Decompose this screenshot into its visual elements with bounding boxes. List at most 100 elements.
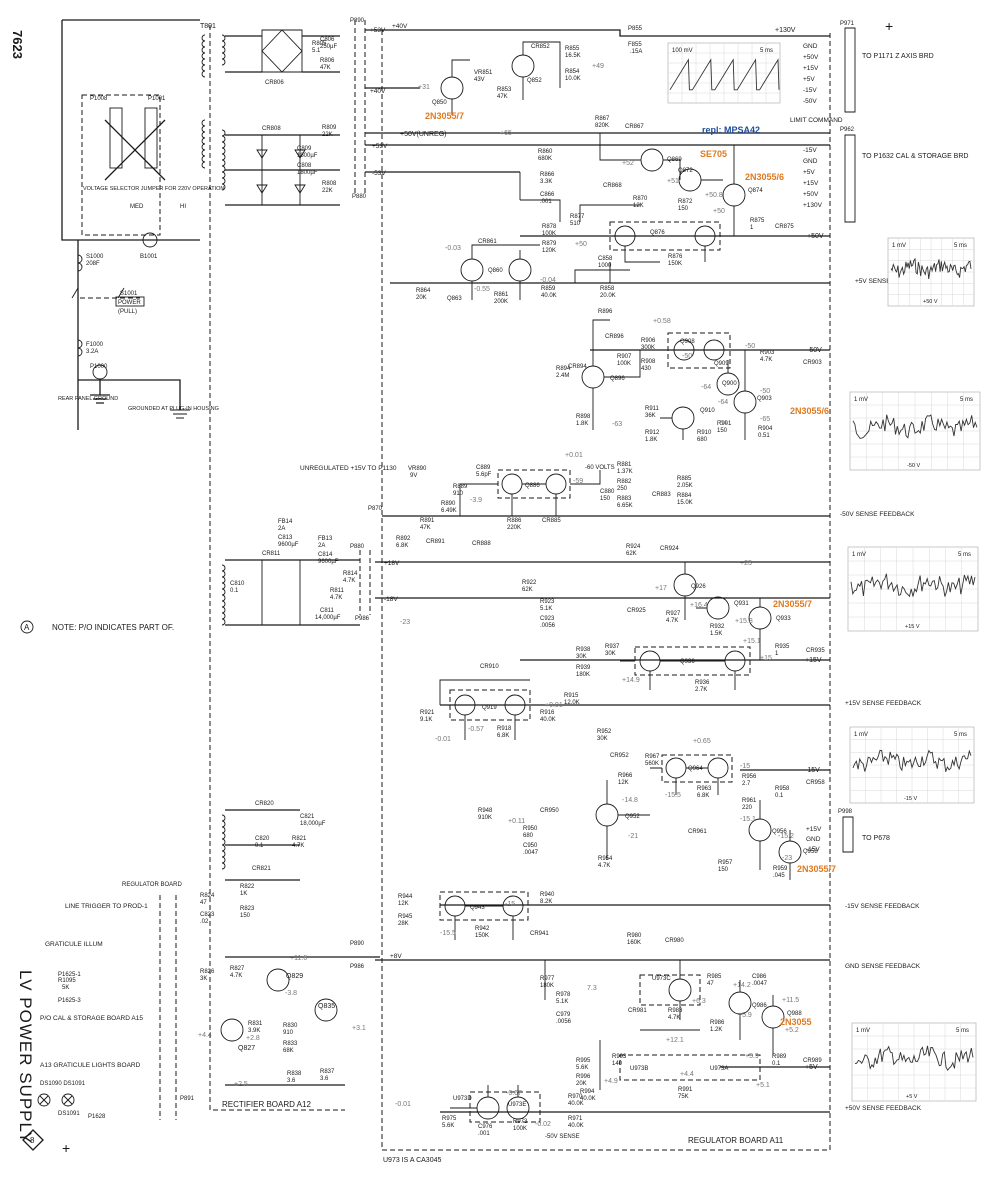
svg-text:1.8K: 1.8K [645,437,657,443]
svg-text:0.51: 0.51 [758,433,770,439]
svg-text:R881: R881 [617,462,632,468]
svg-text:40.0K: 40.0K [568,1123,584,1129]
svg-text:1000: 1000 [598,263,612,269]
svg-text:B1001: B1001 [140,254,158,260]
node-voltages: +31 +49 +65 +52 +51 +50.8 +50 +50 -0.03 … [198,63,799,1128]
svg-text:R993: R993 [612,1054,627,1060]
svg-text:R967: R967 [645,754,660,760]
svg-text:+31: +31 [418,84,430,91]
svg-text:2.7K: 2.7K [695,687,707,693]
svg-text:1: 1 [750,225,754,231]
svg-text:C880: C880 [600,489,615,495]
svg-text:+5.2: +5.2 [785,1027,799,1034]
svg-text:40.0K: 40.0K [568,1101,584,1107]
svg-text:4.7K: 4.7K [292,843,304,849]
svg-text:.15A: .15A [630,49,642,55]
svg-text:+4.9: +4.9 [604,1078,618,1085]
svg-text:-50V: -50V [807,347,822,354]
scope-foot-label: -15 V [904,796,917,802]
svg-text:Q909: Q909 [714,361,729,367]
svg-text:P998: P998 [838,809,853,815]
svg-text:GND: GND [803,43,818,50]
svg-text:R942: R942 [475,926,490,932]
svg-text:R860: R860 [538,149,553,155]
svg-text:POWER: POWER [118,300,141,306]
svg-text:C986: C986 [752,974,767,980]
svg-text:CR924: CR924 [660,546,679,552]
svg-text:-15.2: -15.2 [778,833,794,840]
svg-text:Q964: Q964 [688,766,703,772]
svg-text:20K: 20K [416,295,427,301]
svg-text:R882: R882 [617,479,632,485]
annotation-repl: repl: MPSA42 [702,125,760,135]
svg-text:220: 220 [742,805,753,811]
svg-text:150K: 150K [668,261,682,267]
rectifier-cr820: CR820 C820 0.1 C821 18,000µF R821 4.7K C… [200,801,326,925]
svg-text:Q903: Q903 [757,396,772,402]
svg-text:910: 910 [283,1030,294,1036]
svg-text:+40V: +40V [392,23,408,30]
svg-text:CR950: CR950 [540,808,559,814]
svg-text:R822: R822 [240,884,255,890]
svg-text:R937: R937 [605,644,620,650]
svg-text:+0.11: +0.11 [508,818,525,825]
svg-text:CR896: CR896 [605,334,624,340]
svg-text:680K: 680K [538,156,552,162]
svg-text:+15V: +15V [803,180,819,187]
scope-time-label: 5 ms [956,1028,969,1034]
svg-text:+6.3: +6.3 [692,998,706,1005]
scope-foot-label: -50 V [907,463,920,469]
svg-text:22K: 22K [322,188,333,194]
annotation-q850: 2N3055/7 [425,111,464,121]
svg-text:+4.4: +4.4 [198,1032,212,1039]
svg-text:R994: R994 [580,1089,595,1095]
svg-text:Q896: Q896 [610,376,625,382]
footer-note: U973 IS A CA3045 [383,1157,441,1164]
svg-text:R878: R878 [542,224,557,230]
svg-text:9600µF: 9600µF [318,559,339,565]
svg-text:-50: -50 [760,388,770,395]
svg-text:-0.04: -0.04 [540,277,556,284]
svg-text:CR852: CR852 [531,44,550,50]
svg-text:+50: +50 [713,208,725,215]
svg-text:-0.01: -0.01 [395,1101,411,1108]
svg-text:R922: R922 [522,580,537,586]
svg-text:S1000: S1000 [86,254,104,260]
svg-text:16.5K: 16.5K [565,53,581,59]
svg-text:-15.5: -15.5 [665,792,681,799]
svg-text:680: 680 [523,833,534,839]
svg-text:300K: 300K [641,345,655,351]
scope-foot-label: +50 V [923,299,938,305]
svg-text:+50V SENSE FEEDBACK: +50V SENSE FEEDBACK [845,1105,922,1112]
svg-text:R985: R985 [707,974,722,980]
svg-text:P1625-3: P1625-3 [58,998,81,1004]
svg-text:150: 150 [718,867,729,873]
svg-text:22K: 22K [322,132,333,138]
svg-text:CR941: CR941 [530,931,549,937]
svg-text:P890: P890 [350,941,365,947]
svg-text:100K: 100K [617,361,631,367]
svg-text:U973E: U973E [508,1102,526,1108]
svg-text:-14.8: -14.8 [622,797,638,804]
svg-text:-15V: -15V [803,87,817,94]
svg-text:.0047: .0047 [752,981,768,987]
svg-text:5.6K: 5.6K [576,1065,588,1071]
svg-text:40.0K: 40.0K [541,293,557,299]
svg-text:+5V: +5V [805,1064,818,1071]
svg-text:(PULL): (PULL) [118,309,137,315]
svg-text:R952: R952 [597,729,612,735]
svg-text:910K: 910K [478,815,492,821]
svg-text:CR910: CR910 [480,664,499,670]
svg-text:R853: R853 [497,87,512,93]
scope-foot-label: +15 V [905,624,920,630]
svg-text:CR821: CR821 [252,866,271,872]
crosshair-mark-bottom: + [62,1140,70,1156]
scope-time-label: 5 ms [760,48,773,54]
scope-foot-label: +5 V [906,1094,918,1100]
svg-text:FB14: FB14 [278,519,293,525]
svg-text:F1000: F1000 [86,342,104,348]
svg-text:DS1091: DS1091 [58,1111,80,1117]
